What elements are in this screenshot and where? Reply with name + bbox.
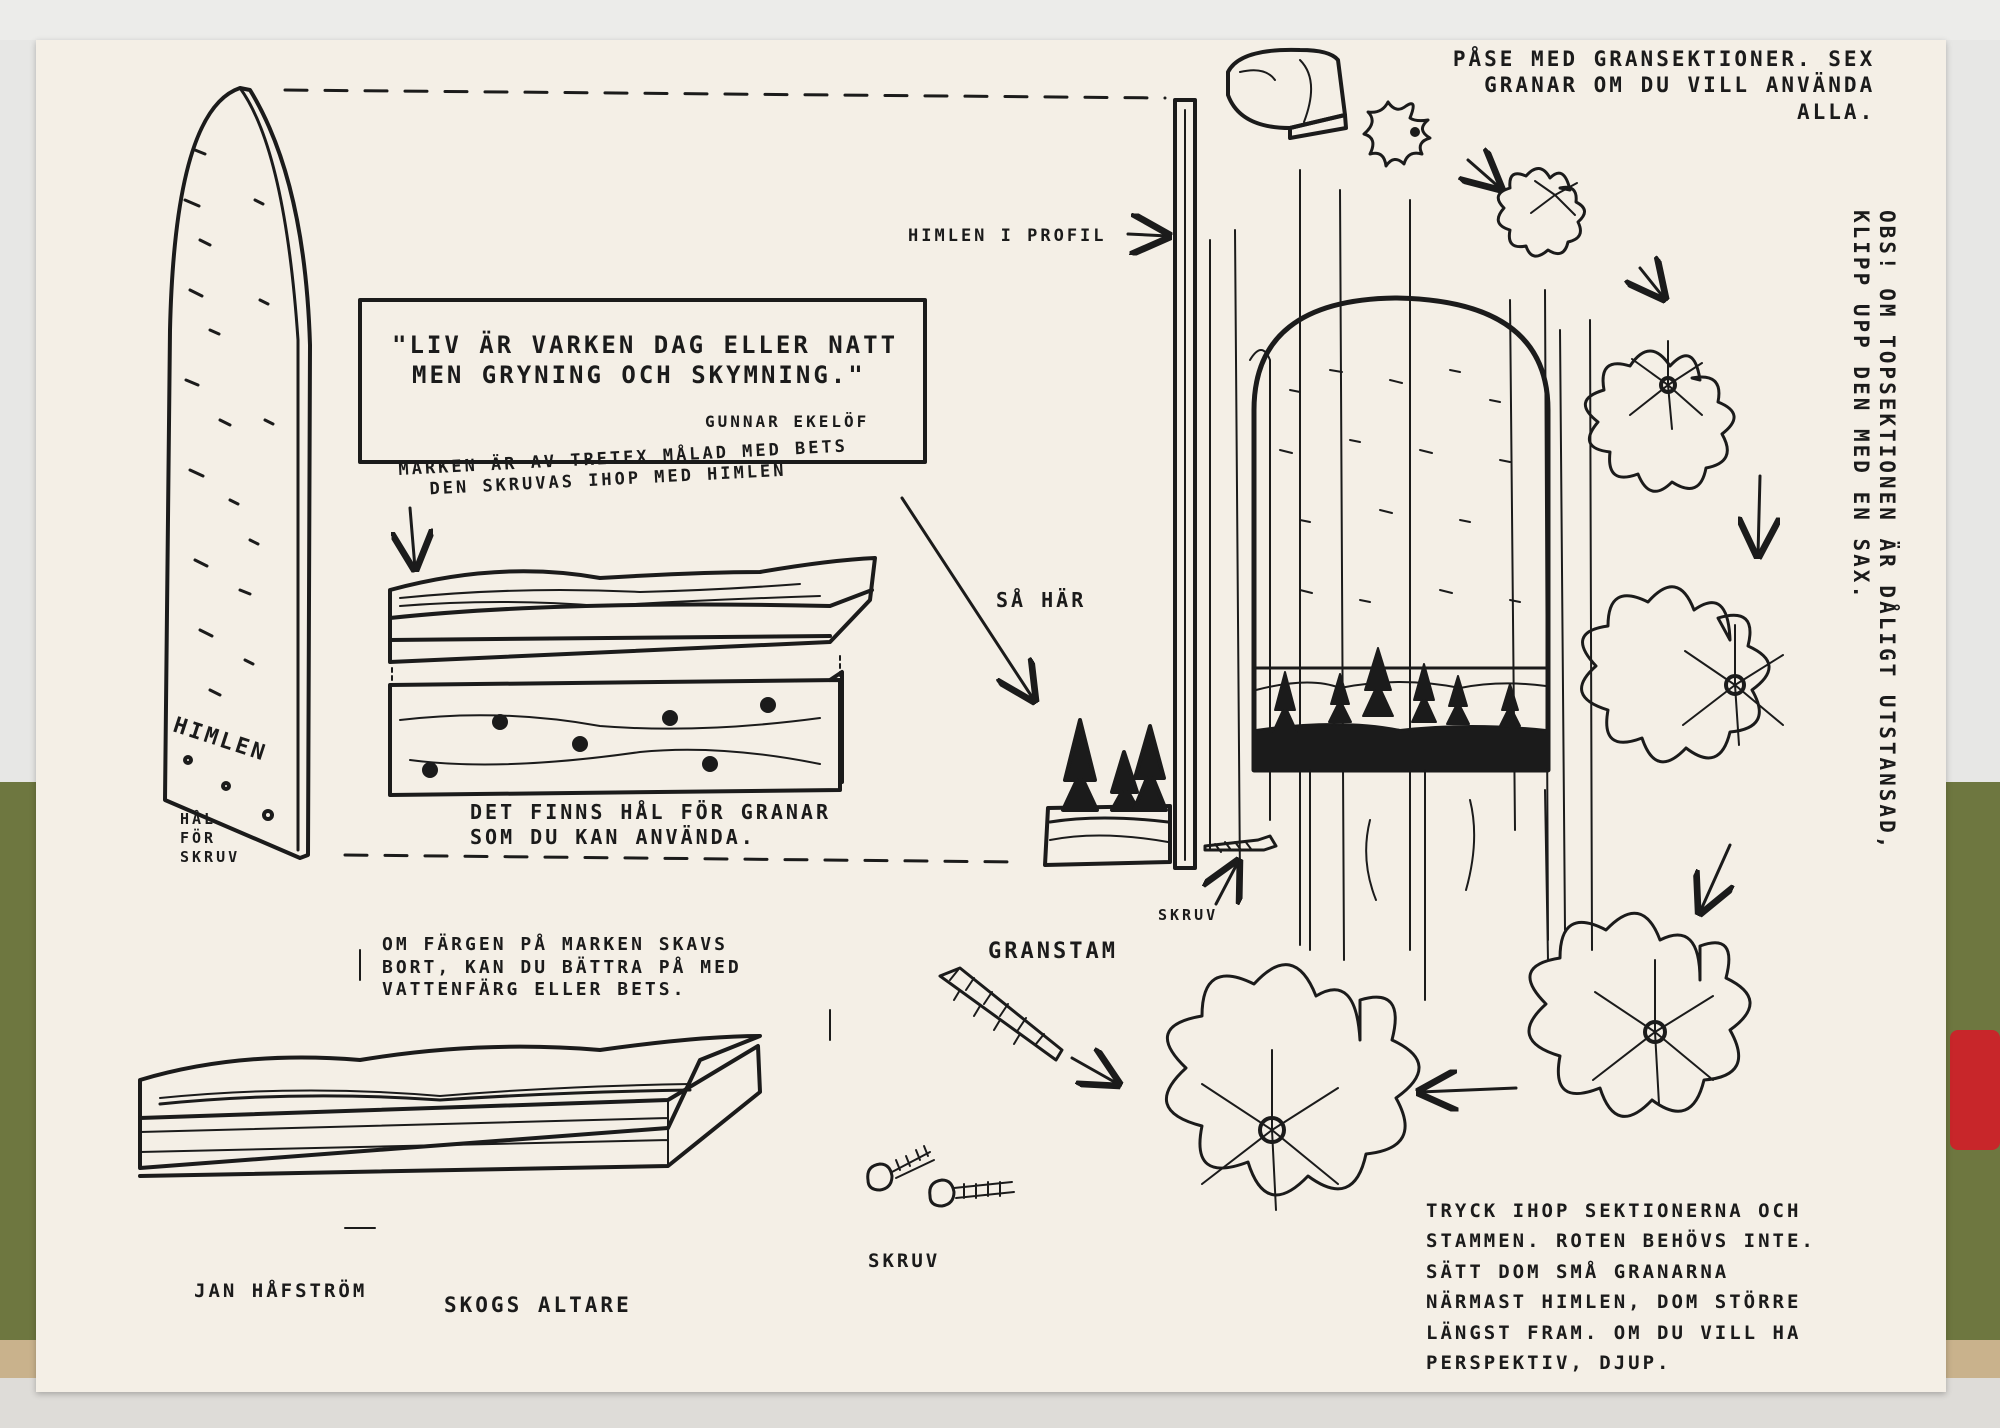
label-hole-for-screw: HÅL FÖR SKRUV — [180, 810, 240, 866]
arrow-section-1 — [1468, 160, 1500, 188]
arrow-section-4 — [1700, 843, 1730, 912]
label-color-2: BORT, KAN DU BÄTTRA PÅ MED — [382, 956, 742, 978]
ground-slab-large — [138, 1034, 762, 1178]
bookmark-ribbon — [1950, 1030, 2000, 1150]
label-holes: DET FINNS HÅL FÖR GRANAR SOM DU KAN ANVÄ… — [470, 800, 831, 850]
instructions-line-3: SÄTT DOM SMÅ GRANARNA — [1426, 1260, 1730, 1283]
obs-note: OBS! OM TOPSEKTIONEN ÄR DÅLIGT UTSTANSAD… — [1848, 210, 1901, 851]
arrow-skruv-mid — [1216, 862, 1238, 906]
top-note-line-1: PÅSE MED GRANSEKTIONER. SEX — [1452, 47, 1876, 71]
label-holes-2: SOM DU KAN ANVÄNDA. — [470, 825, 756, 849]
instructions-line-1: TRYCK IHOP SEKTIONERNA OCH — [1426, 1200, 1802, 1222]
spruce-section-4 — [1580, 585, 1784, 764]
screws-pair — [866, 1145, 1015, 1208]
sky-profile-board — [1173, 98, 1197, 870]
quote-author: GUNNAR EKELÖF — [705, 412, 870, 431]
label-color-3: VATTENFÄRG ELLER BETS. — [382, 979, 687, 1000]
label-color-note: OM FÄRGEN PÅ MARKEN SKAVS BORT, KAN DU B… — [382, 934, 742, 1002]
dashed-guide-top — [283, 88, 1167, 100]
label-hal-1: HÅL — [180, 810, 217, 828]
label-color-1: OM FÄRGEN PÅ MARKEN SKAVS — [382, 934, 728, 955]
spruce-section-2 — [1496, 167, 1586, 258]
quote-text: "LIV ÄR VARKEN DAG ELLER NATT MEN GRYNIN… — [392, 330, 898, 390]
arrow-section-3 — [1758, 474, 1760, 555]
ground-block-holes — [388, 655, 844, 797]
arrow-trunk — [1070, 1058, 1118, 1084]
ground-slab-top — [388, 556, 877, 664]
bag-of-sections — [1226, 47, 1348, 140]
spruce-trunk — [938, 966, 1064, 1062]
instructions-line-2: STAMMEN. ROTEN BEHÖVS INTE. — [1426, 1230, 1816, 1253]
obs-note-line-2: KLIPP UPP DEN MED EN SAX. — [1848, 210, 1873, 602]
spruce-section-1 — [1362, 100, 1432, 168]
top-note: PÅSE MED GRANSEKTIONER. SEX GRANAR OM DU… — [1352, 46, 1875, 125]
label-hal-3: SKRUV — [180, 847, 241, 866]
quote-line-1: "LIV ÄR VARKEN DAG ELLER NATT — [392, 331, 899, 359]
label-himlen-profil: HIMLEN I PROFIL — [908, 226, 1107, 246]
label-skruv-bottom: SKRUV — [868, 1250, 941, 1272]
label-sa-har: SÅ HÄR — [996, 588, 1087, 612]
arrow-sa-har — [900, 496, 1034, 700]
spruce-section-6 — [1164, 963, 1421, 1211]
background-wall — [0, 0, 2000, 40]
label-holes-1: DET FINNS HÅL FÖR GRANAR — [470, 800, 831, 824]
pencil-marks — [344, 949, 831, 1229]
obs-note-line-1: OBS! OM TOPSEKTIONEN ÄR DÅLIGT UTSTANSAD… — [1875, 210, 1899, 852]
artwork-title: SKOGS ALTARE — [444, 1293, 632, 1317]
assembly-instructions: TRYCK IHOP SEKTIONERNA OCH STAMMEN. ROTE… — [1426, 1196, 1816, 1378]
instructions-line-4: NÄRMAST HIMLEN, DOM STÖRRE — [1426, 1291, 1802, 1314]
quote-line-2: MEN GRYNING OCH SKYMNING." — [412, 361, 866, 389]
small-tree-scene — [1043, 718, 1172, 867]
screw-small — [1203, 834, 1278, 853]
instructions-line-6: PERSPEKTIV, DJUP. — [1426, 1351, 1672, 1374]
arrow-section-5 — [1420, 1088, 1518, 1092]
sky-panel — [163, 86, 312, 860]
label-hal-2: FÖR — [180, 828, 217, 847]
instructions-line-5: LÄNGST FRAM. OM DU VILL HA — [1426, 1321, 1802, 1344]
dashed-guide-bottom — [343, 853, 1022, 864]
top-note-line-3: ALLA. — [1797, 99, 1876, 124]
artist-name: JAN HÅFSTRÖM — [194, 1280, 368, 1302]
quote-box — [358, 298, 927, 464]
arrow-to-ground — [410, 506, 415, 568]
spruce-section-5 — [1527, 911, 1752, 1118]
arrow-himlen-profil — [1126, 234, 1168, 236]
top-note-line-2: GRANAR OM DU VILL ANVÄNDA — [1484, 73, 1876, 98]
arrow-section-2 — [1640, 268, 1664, 298]
forest-altar — [1209, 169, 1593, 1001]
spruce-section-3 — [1584, 340, 1736, 493]
label-granstam: GRANSTAM — [988, 939, 1118, 964]
label-skruv-mid: SKRUV — [1158, 906, 1219, 924]
